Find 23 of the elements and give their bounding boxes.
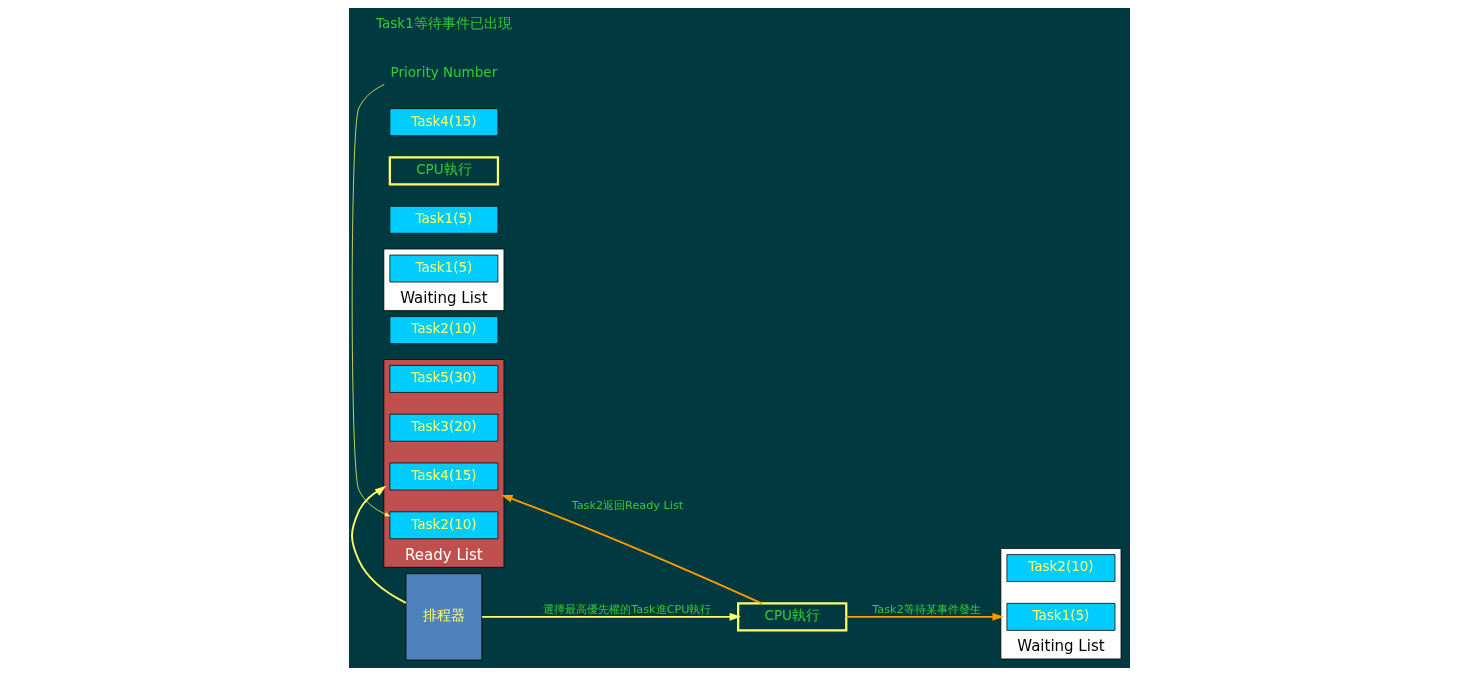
node-box: Task4(15) [389, 462, 499, 491]
node-box: Task2(10) [389, 511, 499, 540]
node-box: Task2(10) [1006, 554, 1116, 582]
node-box: Task1(5) [389, 254, 499, 283]
node-box: Task1(5) [389, 205, 499, 234]
node-box: Task3(20) [389, 413, 499, 442]
arrow [845, 612, 1004, 621]
node-box: Task4(15) [389, 108, 499, 137]
label: Task1等待事件已出現 [376, 14, 512, 31]
edge-label: 選擇最高優先權的Task進CPU執行 [543, 603, 712, 617]
node-box: CPU執行 [388, 156, 500, 186]
arrow [501, 494, 763, 605]
edge-label: Task2返回Ready List [571, 498, 684, 512]
arrow [481, 612, 741, 621]
arrow [351, 485, 407, 604]
arrow [351, 84, 391, 517]
node-box: Task5(30) [389, 365, 499, 393]
node-text: Priority Number [390, 63, 498, 80]
node-box: Task2(10) [389, 316, 499, 344]
edge-label: Task2等待某事件發生 [872, 603, 981, 617]
node-box: 排程器 [405, 573, 483, 661]
node-box: CPU執行 [737, 602, 848, 632]
node-box: Task1(5) [1006, 603, 1116, 631]
